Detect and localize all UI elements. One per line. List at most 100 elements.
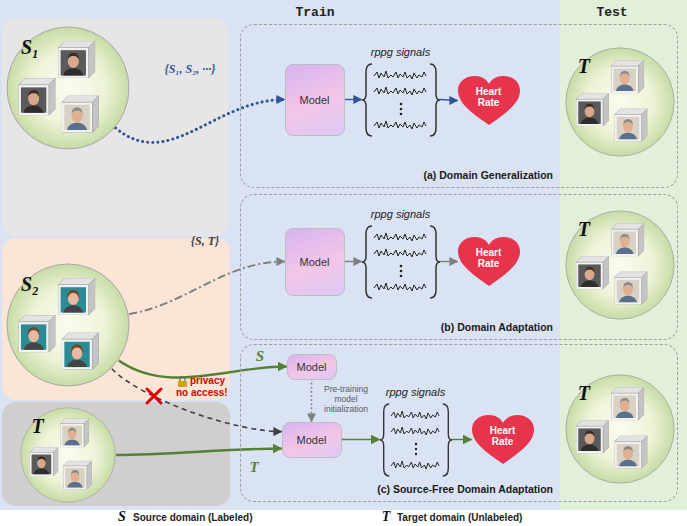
face-cube [576,93,609,126]
connector [440,100,458,101]
face-cube [58,41,95,78]
heart-rate-icon: Heart Rate [458,237,520,287]
no-access-cross [147,389,161,403]
brace-right [442,404,451,476]
legend-symbol: T [382,509,391,524]
waveform [374,71,426,79]
edge-label: {S₁, S₂, ···} [164,62,215,76]
signal-brace [362,62,440,138]
face-cube [614,108,647,141]
circle-outline [565,374,673,482]
signal-heading: rppg signals [380,386,452,398]
edge-label-box: S [256,347,264,365]
panel-title: (c) Source-Free Domain Adaptation [377,483,553,495]
waveform [374,87,426,95]
model-label: Model [297,434,327,446]
model-box: Model [285,64,345,136]
label-box: Target domain (Unlabeled) [397,507,522,525]
face-cube [58,278,95,315]
face-cube [18,315,55,352]
circle-outline [7,264,129,386]
brace-right [430,64,440,136]
circle-outline [565,210,673,318]
rppg-signal-group: rppg signals [362,62,440,138]
edge-label: privacy no access! [176,375,234,398]
connector [345,261,362,262]
panel-title: (a) Domain Generalization [423,169,553,181]
waveform [391,461,439,469]
face-cube [30,447,59,476]
cross-stroke [147,389,161,403]
domain-circle: T [20,407,116,503]
face-cube [611,223,644,256]
source-group-panel [2,18,228,236]
model-label: Model [300,94,330,106]
connector [342,439,380,440]
connector [440,261,458,262]
edge-label-box: Pre-training model initialization [317,385,375,414]
circle-outline [21,408,115,502]
setting-panel: (b) Domain AdaptationModelrppg signalsHe… [240,194,678,340]
model-label: Model [300,256,330,268]
rppg-signal-group: rppg signals [380,402,452,478]
cross-stroke [147,389,161,403]
brace-left [380,404,389,476]
domain-circle: T [565,374,675,484]
signal-heading: rppg signals [362,208,440,220]
domain-circle: T [565,47,675,157]
model-box: Model [285,228,345,296]
waveform [391,411,439,419]
label-box: S [118,507,126,525]
brace-right [430,226,440,298]
domain-circle: S₂ [6,263,130,387]
edge-label-box: {S, T} [191,231,219,249]
connector [116,100,285,143]
section-heading: Test [596,5,627,20]
face-cube [576,420,609,453]
panel-title: (b) Domain Adaptation [441,321,553,333]
model-box: Model [282,422,342,458]
signal-heading: rppg signals [362,46,440,58]
face-cube [611,387,644,420]
train-ground [0,0,560,510]
edge-label: T [249,459,258,475]
ellipsis-dot [414,447,416,450]
heart-label: Heart Rate [469,86,509,108]
signal-brace [362,224,440,300]
edge-label: {S, T} [191,234,219,248]
heart-label: Heart Rate [483,425,523,447]
label-box: T [382,507,391,525]
circle-outline [7,27,129,149]
label-box: Train [295,2,334,20]
section-heading: Train [295,5,334,20]
ellipsis-dot [399,102,402,105]
domain-letter: T [578,55,590,78]
domain-circle: T [565,210,675,320]
heart-label: Heart Rate [469,247,509,269]
legend-symbol: S [118,509,126,524]
domain-letter: S₂ [21,273,39,296]
face-cube [63,461,92,490]
edge-label-box: {S₁, S₂, ···} [164,59,215,77]
edge-label-box: privacy no access! [176,375,234,398]
heart-outline [458,76,520,125]
heart-rate-icon: Heart Rate [458,76,520,126]
rppg-signal-group: rppg signals [362,224,440,300]
face-cube [62,95,99,132]
ellipsis-dot [414,452,416,455]
model-label: Model [297,361,327,373]
label-box: Test [596,2,627,20]
signal-brace [380,402,452,478]
heart-outline [458,237,520,286]
connector [311,380,313,422]
waveform [374,121,426,129]
ellipsis-dot [399,112,402,115]
test-ground [560,0,687,510]
waveform [374,283,426,291]
ellipsis-dot [399,269,402,272]
ellipsis-dot [414,442,416,445]
domain-letter: T [578,382,590,405]
connector [345,99,362,100]
